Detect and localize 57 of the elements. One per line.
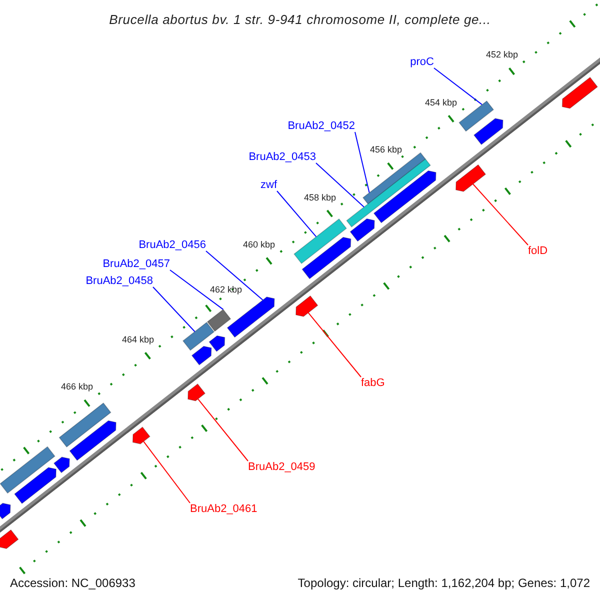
gene-label: BruAb2_0453 — [248, 151, 316, 163]
gene-feature — [69, 420, 116, 461]
leader-line — [472, 183, 528, 246]
summary-text: Topology: circular; Length: 1,162,204 bp; Genes: 1,072 — [298, 575, 590, 592]
tick-label: 464 kbp — [122, 333, 154, 346]
gene-label: folD — [528, 245, 548, 257]
leader-line — [152, 286, 196, 332]
gene-block — [458, 100, 494, 132]
gene-label: BruAb2_0452 — [288, 120, 355, 132]
gene-label: BruAb2_0457 — [102, 258, 170, 270]
gene-label: fabG — [361, 377, 385, 389]
leader-line — [197, 398, 248, 462]
gene-label: BruAb2_0458 — [86, 275, 153, 287]
leader-line — [308, 312, 362, 378]
gene-feature — [132, 426, 150, 444]
gene-label: BruAb2_0459 — [248, 461, 316, 473]
gene-feature — [226, 296, 275, 338]
leader-line — [276, 190, 317, 238]
gene-label: BruAb2_0456 — [138, 239, 206, 251]
gene-feature — [295, 295, 318, 317]
gene-feature — [208, 335, 226, 352]
gene-feature — [302, 236, 352, 280]
gene-block — [58, 402, 112, 448]
tick-label: 458 kbp — [304, 191, 336, 204]
leader-line — [434, 68, 482, 106]
gene-feature — [191, 346, 212, 366]
leader-line — [316, 162, 364, 208]
gene-feature — [455, 164, 486, 192]
gene-feature — [473, 118, 504, 146]
tick-label: 460 kbp — [242, 238, 276, 252]
gene-feature — [0, 529, 19, 549]
gene-block — [182, 322, 215, 351]
leader-line — [170, 270, 224, 310]
tick-label: 454 kbp — [424, 96, 458, 110]
gene-feature — [0, 502, 11, 520]
gene-label: BruAb2_0461 — [190, 503, 258, 515]
gene-block — [206, 308, 232, 332]
gene-label: proC — [410, 56, 434, 68]
gene-block — [346, 158, 431, 228]
tick-label: 456 kbp — [370, 143, 402, 156]
gene-feature — [350, 218, 375, 242]
gene-block — [0, 446, 56, 494]
tick-label: 466 kbp — [60, 380, 94, 394]
gene-feature — [188, 383, 206, 402]
accession-text: Accession: NC_006933 — [10, 575, 136, 592]
gene-feature — [562, 76, 598, 109]
gene-label: zwf — [260, 179, 277, 191]
gene-feature — [14, 467, 57, 504]
leader-line — [143, 440, 190, 504]
gene-feature — [53, 456, 70, 474]
leader-line — [354, 132, 370, 194]
leader-line — [206, 250, 264, 301]
tick-label: 452 kbp — [486, 48, 518, 62]
map-title: Brucella abortus bv. 1 str. 9-941 chromosome II, complete ge... — [108, 11, 492, 29]
gene-feature — [373, 170, 436, 224]
tick-label: 462 kbp — [210, 283, 242, 296]
gene-block — [294, 218, 347, 264]
